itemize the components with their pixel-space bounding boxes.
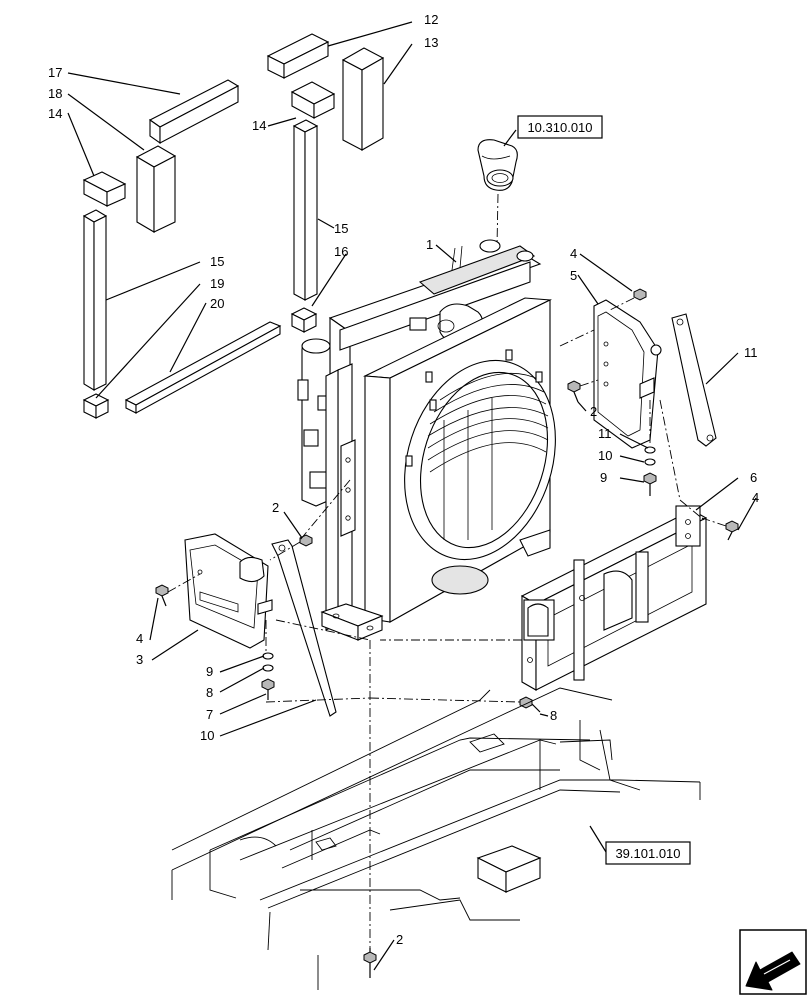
reference-box-chassis[interactable]: 39.101.010 [605,841,691,865]
callout-20: 20 [210,296,224,311]
reference-box-engine[interactable]: 10.310.010 [517,115,603,139]
bolt-2-left [269,534,313,561]
callout-13: 13 [424,35,438,50]
callout-6: 6 [750,470,757,485]
bolt-8-frame [519,696,541,713]
hose-elbow [477,139,518,191]
callout-15-center: 15 [334,221,348,236]
callout-14-center: 14 [252,118,266,133]
callout-10-left: 10 [200,728,214,743]
reference-label-chassis: 39.101.010 [615,846,680,861]
callout-numbers: 12 13 17 18 14 14 15 16 15 19 20 1 4 5 1… [48,12,759,947]
bolt-4-right-top [609,288,647,311]
callout-5: 5 [570,268,577,283]
bolt-2-right [567,380,581,403]
reference-label-engine: 10.310.010 [527,120,592,135]
chassis-frame [171,687,701,990]
foam-strip-15-left [82,209,108,391]
callout-12: 12 [424,12,438,27]
bolt-4-frame [701,517,739,541]
callout-11-lower: 11 [598,426,612,441]
foam-cap-19 [82,393,110,419]
assembly-centerlines [265,329,705,948]
foam-strip-15-center [292,119,319,301]
callout-17: 17 [48,65,62,80]
callout-4-frame: 4 [752,490,759,505]
callout-2-right: 2 [590,404,597,419]
foam-block-17 [148,79,240,145]
callout-19: 19 [210,276,224,291]
right-side-bracket [593,299,662,449]
callout-16: 16 [334,244,348,259]
foam-cap-16 [290,307,318,333]
arrow-left-down-icon[interactable] [739,929,807,995]
foam-strip-20 [124,321,282,414]
callout-8-left: 8 [206,685,213,700]
washer-stack-left [261,620,275,700]
callout-8-frame: 8 [550,708,557,723]
bolt-2-bottom [363,948,377,978]
radiator-assembly [297,239,556,641]
foam-cap-14-center [290,81,336,119]
callout-2-bottom: 2 [396,932,403,947]
callout-11-right: 11 [744,345,758,360]
callout-9-left: 9 [206,664,213,679]
left-strut [271,539,337,717]
callout-9-right: 9 [600,470,607,485]
callout-4-top: 4 [570,246,577,261]
foam-cap-14-left [82,171,127,207]
callout-2-left: 2 [272,500,279,515]
callout-14-left: 14 [48,106,62,121]
leader-lines [67,21,757,971]
right-strut [671,313,717,447]
foam-block-12 [266,33,330,79]
mounting-frame [520,505,708,691]
left-side-plate [184,533,273,649]
foam-block-13 [341,47,385,151]
callout-15-left: 15 [210,254,224,269]
washer-stack-right [643,400,657,496]
foam-block-18 [135,145,177,233]
callout-4-left: 4 [136,631,143,646]
callout-7: 7 [206,707,213,722]
centerline-hose [496,193,499,247]
callout-1: 1 [426,237,433,252]
callout-3: 3 [136,652,143,667]
callout-10-right: 10 [598,448,612,463]
bolt-4-left [155,573,201,607]
callout-18: 18 [48,86,62,101]
